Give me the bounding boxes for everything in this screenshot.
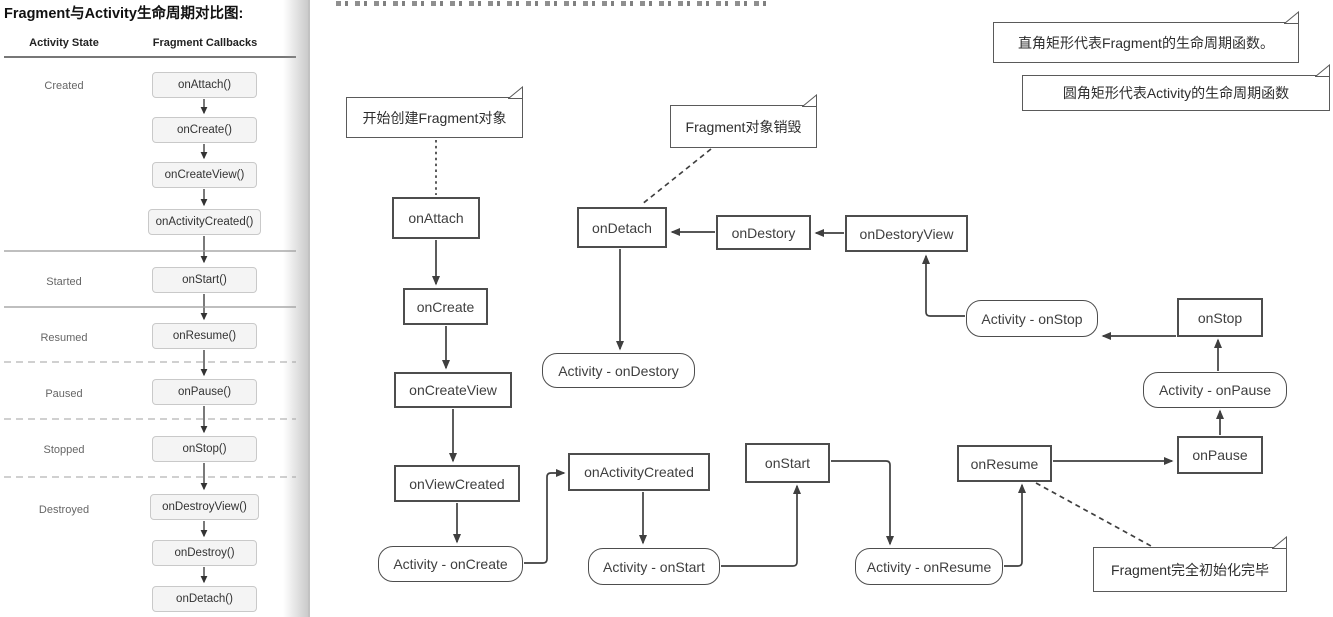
sidebar-callback-ondetach: onDetach() xyxy=(152,586,257,612)
sidebar-callback-onstart: onStart() xyxy=(152,267,257,293)
activity-node-onpause: Activity - onPause xyxy=(1143,372,1287,408)
clipped-text-remnant xyxy=(336,1,766,6)
edge-activityoncreate-onactivitycreated xyxy=(524,469,566,564)
fragment-node-onresume: onResume xyxy=(957,445,1052,482)
fragment-node-onpause: onPause xyxy=(1177,436,1263,474)
state-label-stopped: Stopped xyxy=(43,444,85,456)
fragment-node-ondestoryview: onDestoryView xyxy=(845,215,968,252)
legend-note-rect-label: 直角矩形代表Fragment的生命周期函数。 xyxy=(1018,34,1274,51)
legend-note-rounded: 圆角矩形代表Activity的生命周期函数 xyxy=(1022,64,1330,111)
state-label-resumed: Resumed xyxy=(40,332,88,344)
fragment-node-onviewcreated: onViewCreated xyxy=(394,465,520,502)
fragment-node-ondetach: onDetach xyxy=(577,207,667,248)
fragment-node-ondestory: onDestory xyxy=(716,215,811,250)
note-fold-icon xyxy=(802,94,817,107)
note-fragment-destroy: Fragment对象销毁 xyxy=(670,94,817,148)
sidebar-title: Fragment与Activity生命周期对比图: xyxy=(4,6,244,22)
sidebar-callback-onstop: onStop() xyxy=(152,436,257,462)
legend-note-rect: 直角矩形代表Fragment的生命周期函数。 xyxy=(993,11,1299,63)
edge-activityonstart-onstart xyxy=(721,484,801,567)
edge-activityonstop-ondestoryview xyxy=(922,254,965,317)
fragment-node-onstop: onStop xyxy=(1177,298,1263,337)
sidebar-callback-onactivitycreated: onActivityCreated() xyxy=(148,209,261,235)
note-fold-icon xyxy=(1272,536,1287,549)
edge-note-destroy-to-ondetach xyxy=(640,148,712,206)
state-label-paused: Paused xyxy=(45,388,83,400)
column-header-activity-state: Activity State xyxy=(29,37,99,49)
activity-node-ondestory: Activity - onDestory xyxy=(542,353,695,388)
legend-note-rounded-label: 圆角矩形代表Activity的生命周期函数 xyxy=(1062,85,1290,101)
note-create-fragment-label: 开始创建Fragment对象 xyxy=(362,109,507,126)
fragment-node-onattach: onAttach xyxy=(392,197,480,239)
lifecycle-comparison-sidebar: Fragment与Activity生命周期对比图: Activity State… xyxy=(0,0,310,617)
sidebar-right-shadow xyxy=(283,0,308,617)
note-fragment-destroy-label: Fragment对象销毁 xyxy=(685,118,802,135)
sidebar-callback-onpause: onPause() xyxy=(152,379,257,405)
note-fold-icon xyxy=(1284,11,1299,24)
activity-node-onresume: Activity - onResume xyxy=(855,548,1003,585)
sidebar-callback-oncreate: onCreate() xyxy=(152,117,257,143)
edge-activityonresume-onresume xyxy=(1004,483,1026,567)
activity-node-onstart: Activity - onStart xyxy=(588,548,720,585)
activity-node-onstop: Activity - onStop xyxy=(966,300,1098,337)
state-label-started: Started xyxy=(46,276,82,288)
fragment-node-onstart: onStart xyxy=(745,443,830,483)
sidebar-divider-edge xyxy=(308,0,310,617)
note-fold-icon xyxy=(508,86,523,99)
edge-onstart-activityonresume xyxy=(831,460,894,546)
sidebar-callback-onattach: onAttach() xyxy=(152,72,257,98)
state-label-destroyed: Destroyed xyxy=(38,504,90,516)
edge-onresume-to-note-initdone xyxy=(1035,482,1152,547)
note-fragment-init-done-label: Fragment完全初始化完毕 xyxy=(1111,561,1269,578)
fragment-node-oncreate: onCreate xyxy=(403,288,488,325)
activity-node-oncreate: Activity - onCreate xyxy=(378,546,523,582)
note-fragment-init-done: Fragment完全初始化完毕 xyxy=(1093,536,1287,592)
fragment-node-oncreateview: onCreateView xyxy=(394,372,512,408)
note-create-fragment: 开始创建Fragment对象 xyxy=(346,86,523,138)
sidebar-dividers xyxy=(4,56,296,478)
sidebar-callback-oncreateview: onCreateView() xyxy=(152,162,257,188)
state-label-created: Created xyxy=(44,80,84,92)
sidebar-callback-ondestroyview: onDestroyView() xyxy=(150,494,259,520)
sidebar-arrows-and-dividers xyxy=(4,56,296,584)
sidebar-callback-ondestroy: onDestroy() xyxy=(152,540,257,566)
fragment-node-onactivitycreated: onActivityCreated xyxy=(568,453,710,491)
note-fold-icon xyxy=(1315,64,1330,77)
sidebar-callback-onresume: onResume() xyxy=(152,323,257,349)
column-header-fragment-callbacks: Fragment Callbacks xyxy=(152,37,258,49)
